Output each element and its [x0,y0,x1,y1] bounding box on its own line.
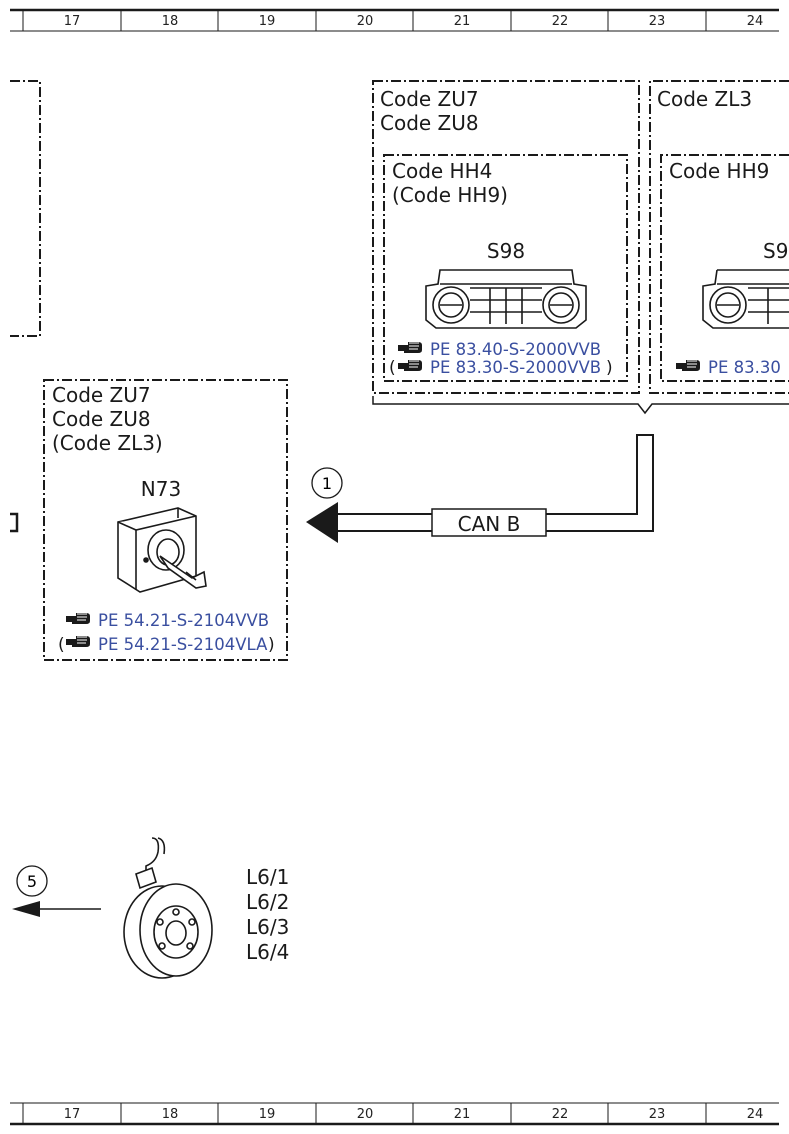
inner-code-label: (Code HH9) [392,183,508,207]
ruler-col-17: 17 [64,14,81,29]
block-code-label: (Code ZL3) [52,431,163,455]
wheel-sensor-label: L6/2 [246,890,289,914]
reference-link[interactable]: PE 83.30 [708,358,781,377]
ruler-col-18: 18 [162,14,179,29]
block-code-label: Code ZU8 [380,111,479,135]
bus-arrow-head [306,502,338,543]
block-code-label: Code ZU8 [52,407,151,431]
ruler-col-22: 22 [552,1107,569,1122]
reference-hand-icon [65,635,91,648]
ruler-col-17: 17 [64,1107,81,1122]
inner-code-label: Code HH4 [392,159,492,183]
wheel-sensor-label: L6/1 [246,865,289,889]
block-code-label: Code ZU7 [52,383,151,407]
reference-hand-icon [65,612,91,625]
reference-link[interactable]: PE 83.30-S-2000VVB [430,358,601,377]
offpage-block-outline [10,80,41,337]
ruler-col-19: 19 [259,14,276,29]
ruler-col-18: 18 [162,1107,179,1122]
block-code-label: Code ZL3 [657,87,752,111]
ruler-col-20: 20 [357,14,374,29]
reference-link[interactable]: PE 83.40-S-2000VVB [430,340,601,359]
block-code-label: Code ZU7 [380,87,479,111]
reference-link[interactable]: PE 54.21-S-2104VVB [98,611,269,630]
inner-block-hh4 [383,154,628,382]
climate-control-panel-icon [702,269,789,329]
component-n73-label: N73 [141,477,181,501]
offpage-connector-bracket [10,512,19,533]
component-s98-label: S98 [487,239,525,263]
can-b-label: CAN B [458,512,521,536]
can-b-label-box [431,508,547,537]
top-ruler: 17 18 19 20 21 22 23 24 [10,8,779,32]
group-brace [372,396,789,415]
reference-hand-icon [675,359,701,372]
wheel-sensor-group: 5 L6/1 L6/2 L6/3 L6/4 [12,837,289,979]
reference-link[interactable]: PE 54.21-S-2104VLA [98,635,268,654]
block-zu7-zu8: Code ZU7 Code ZU8 Code HH4 (Code HH9) S9… [372,80,640,394]
ruler-col-22: 22 [552,14,569,29]
inner-block-hh9 [660,154,789,382]
ruler-col-23: 23 [649,1107,666,1122]
wheel-sensor-label: L6/3 [246,915,289,939]
bottom-ruler: 17 18 19 20 21 22 23 24 [10,1102,779,1126]
reference-hand-icon [397,359,423,372]
block-zl3: Code ZL3 Code HH9 S9 PE 83.30 [649,80,789,394]
ruler-col-23: 23 [649,14,666,29]
signal-arrow-head [12,901,40,917]
reference-paren-close: ) [268,635,275,655]
reference-hand-icon [397,341,423,354]
can-bus-line: CAN B 1 [306,434,654,543]
ruler-col-19: 19 [259,1107,276,1122]
wheel-sensor-label: L6/4 [246,940,289,964]
ruler-col-24: 24 [747,14,764,29]
callout-number: 1 [322,474,332,493]
component-label: S9 [763,239,788,263]
climate-control-panel-icon [425,269,587,329]
brake-disc-icon [123,837,213,979]
callout-circle [16,865,48,897]
reference-paren-open: ( [58,635,65,655]
ruler-col-20: 20 [357,1107,374,1122]
ruler-col-21: 21 [454,14,471,29]
callout-circle [311,467,343,499]
reference-paren-open: ( [389,358,396,378]
ignition-switch-icon [117,507,207,593]
ruler-col-21: 21 [454,1107,471,1122]
reference-paren-close: ) [606,358,613,378]
ruler-col-24: 24 [747,1107,764,1122]
inner-code-label: Code HH9 [669,159,769,183]
callout-number: 5 [27,872,37,891]
block-n73: Code ZU7 Code ZU8 (Code ZL3) N73 PE 54.2… [43,379,288,661]
